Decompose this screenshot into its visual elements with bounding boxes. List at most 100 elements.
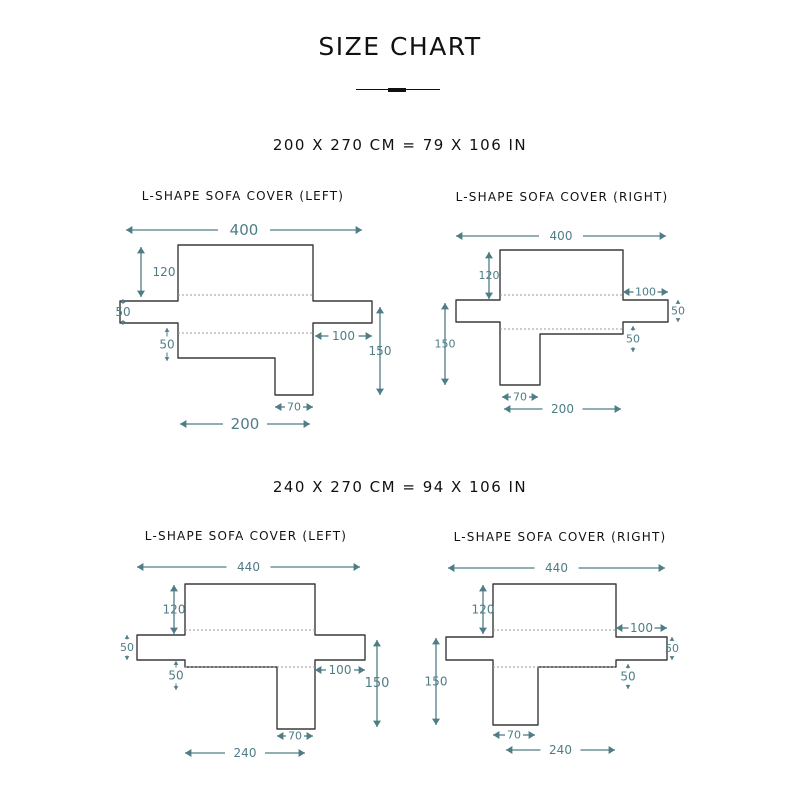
dim-arm-length-label: 100 xyxy=(630,621,653,635)
dimension-arrowhead xyxy=(170,585,178,592)
dim-seat-label: 120 xyxy=(153,265,176,279)
dimension-arrowhead xyxy=(315,332,322,340)
dimension-arrowhead xyxy=(493,731,500,739)
dim-ext-label: 70 xyxy=(513,391,527,404)
dimension-arrowhead xyxy=(275,403,282,411)
dim-arm-height-label: 50 xyxy=(665,642,679,655)
sofa-cover-outline xyxy=(455,249,669,386)
dimension-arrowhead xyxy=(137,247,145,254)
dimension-arrowhead xyxy=(614,405,621,413)
panel-label-large-left: L-SHAPE SOFA COVER (LEFT) xyxy=(144,529,348,543)
dimension-arrowhead xyxy=(164,328,170,332)
page-title: SIZE CHART xyxy=(318,32,482,61)
dim-base-label: 240 xyxy=(234,746,257,760)
dimension-arrowhead xyxy=(164,357,170,361)
dimension-arrowhead xyxy=(277,732,284,740)
dimension-arrowhead xyxy=(185,749,192,757)
dim-arm-height-label: 50 xyxy=(671,305,685,318)
dimension-arrowhead xyxy=(502,393,509,401)
dimension-arrowhead xyxy=(298,749,305,757)
dimension-arrowhead xyxy=(432,718,440,725)
dimension-arrowhead xyxy=(315,666,322,674)
dimension-arrowhead xyxy=(504,405,511,413)
dim-lower-label: 50 xyxy=(626,333,640,346)
dimension-arrowhead xyxy=(660,624,667,632)
dim-ext-label: 70 xyxy=(288,730,302,743)
dim-width-label: 400 xyxy=(230,221,259,239)
dimension-arrowhead xyxy=(616,624,623,632)
dim-arm-length-label: 100 xyxy=(329,663,352,677)
dim-arm-length-label: 100 xyxy=(332,329,355,343)
dimension-arrowhead xyxy=(365,332,372,340)
dimension-arrowhead xyxy=(675,300,681,304)
dim-lower-label: 50 xyxy=(159,338,174,352)
diagram-large-right: 440 120 50 50 100 150 70 240 xyxy=(425,561,679,757)
dim-lower-label: 50 xyxy=(620,670,635,684)
dimension-arrowhead xyxy=(173,686,179,690)
diagram-small-right: 400 120 50 50 100 150 70 200 xyxy=(435,229,686,416)
dimension-arrowhead xyxy=(120,321,126,325)
dimension-arrowhead xyxy=(485,252,493,259)
dim-ext-label: 70 xyxy=(507,729,521,742)
dimension-arrowhead xyxy=(623,288,630,296)
title-divider-accent xyxy=(388,88,406,92)
dimension-arrowhead xyxy=(180,420,187,428)
dimension-arrowhead xyxy=(661,288,668,296)
dimension-arrowhead xyxy=(658,564,665,572)
dim-base-label: 200 xyxy=(231,415,260,433)
dimension-arrowhead xyxy=(137,290,145,297)
dimension-arrowhead xyxy=(124,635,130,639)
dimension-arrowhead xyxy=(448,564,455,572)
sofa-cover-outline xyxy=(136,583,366,730)
dimension-arrowhead xyxy=(669,656,675,660)
dimension-arrowhead xyxy=(126,226,133,234)
dim-width-label: 440 xyxy=(545,561,568,575)
dimension-arrowhead xyxy=(355,226,362,234)
sofa-cover-outline xyxy=(119,244,373,396)
dimension-arrowhead xyxy=(120,299,126,303)
dimension-arrowhead xyxy=(528,731,535,739)
dimension-arrowhead xyxy=(353,563,360,571)
dimension-arrowhead xyxy=(630,348,636,352)
dimension-arrowhead xyxy=(137,563,144,571)
dimension-arrowhead xyxy=(531,393,538,401)
dim-width-label: 440 xyxy=(237,560,260,574)
dimension-arrowhead xyxy=(373,720,381,727)
dimension-arrowhead xyxy=(124,656,130,660)
dimension-arrowhead xyxy=(373,640,381,647)
dim-base-label: 240 xyxy=(549,743,572,757)
dimension-arrowhead xyxy=(306,732,313,740)
panel-label-large-right: L-SHAPE SOFA COVER (RIGHT) xyxy=(453,530,667,544)
dimension-arrowhead xyxy=(303,420,310,428)
dimension-arrowhead xyxy=(675,318,681,322)
dim-seat-label: 120 xyxy=(472,603,495,617)
size-label-small: 200 X 270 CM = 79 X 106 IN xyxy=(272,136,528,154)
dimension-arrowhead xyxy=(432,638,440,645)
panel-label-small-left: L-SHAPE SOFA COVER (LEFT) xyxy=(141,189,345,203)
dimension-arrowhead xyxy=(173,661,179,665)
dimension-arrowhead xyxy=(306,403,313,411)
dim-height-label: 150 xyxy=(365,676,390,691)
dimension-arrowhead xyxy=(485,292,493,299)
dim-height-label: 150 xyxy=(369,344,392,358)
dim-seat-label: 120 xyxy=(479,269,500,282)
dim-ext-label: 70 xyxy=(287,401,301,414)
dimension-arrowhead xyxy=(441,303,449,310)
dimension-arrowhead xyxy=(479,585,487,592)
dimension-arrowhead xyxy=(659,232,666,240)
dim-height-label: 150 xyxy=(425,675,448,689)
size-label-large: 240 X 270 CM = 94 X 106 IN xyxy=(272,478,528,496)
diagram-small-left: 400 120 50 50 100 150 70 200 xyxy=(115,221,392,433)
dimension-arrowhead xyxy=(170,627,178,634)
dim-base-label: 200 xyxy=(551,402,574,416)
dimension-arrowhead xyxy=(441,378,449,385)
dimension-arrowhead xyxy=(625,664,631,668)
dim-seat-label: 120 xyxy=(163,603,186,617)
dim-arm-height-label: 50 xyxy=(115,305,130,319)
dim-arm-length-label: 100 xyxy=(635,286,656,299)
dim-width-label: 400 xyxy=(550,229,573,243)
dimension-arrowhead xyxy=(669,637,675,641)
dim-height-label: 150 xyxy=(435,338,456,351)
dimension-arrowhead xyxy=(630,326,636,330)
